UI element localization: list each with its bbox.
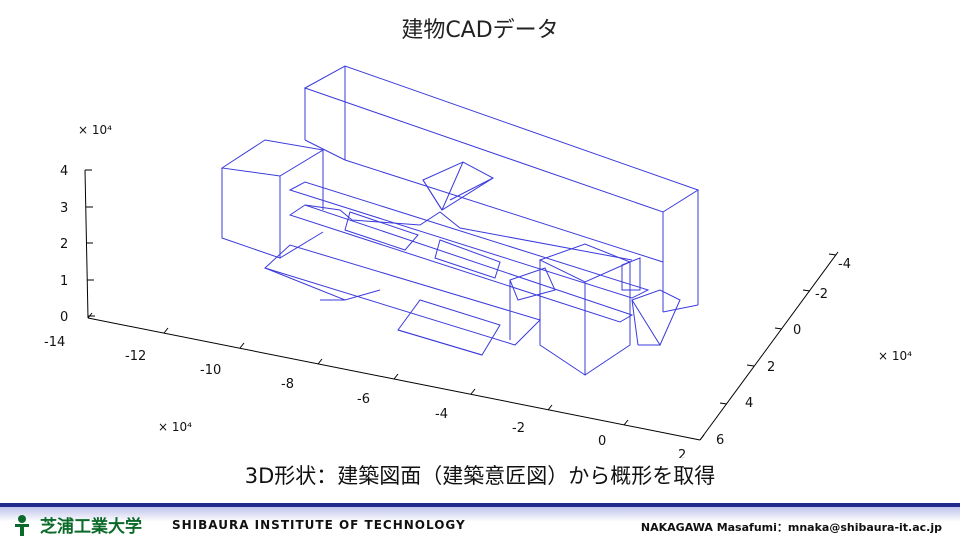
y-tick-m4: -4 [838, 257, 851, 272]
y-tick-m2: -2 [815, 287, 828, 302]
author-info: NAKAGAWA Masafumi：mnaka@shibaura-it.ac.j… [640, 521, 942, 534]
y-tick-6: 6 [716, 433, 724, 448]
z-tick-0: 0 [60, 310, 68, 325]
z-ticks [85, 169, 95, 317]
y-tick-0: 0 [793, 323, 801, 338]
slide-caption: 3D形状：建築図面（建築意匠図）から概形を取得 [244, 464, 716, 488]
x-tick-m8: -8 [281, 377, 294, 392]
university-emblem-icon [15, 514, 29, 536]
x-tick-m10: -10 [200, 363, 221, 378]
x-tick-2: 2 [678, 448, 686, 458]
x-tick-m14: -14 [44, 335, 65, 350]
slide-title: 建物CADデータ [401, 18, 559, 43]
y-tick-2: 2 [767, 360, 775, 375]
z-axis-line [84, 169, 89, 319]
z-tick-4: 4 [60, 164, 68, 179]
x-tick-m12: -12 [125, 349, 146, 364]
z-tick-2: 2 [60, 237, 68, 252]
y-tick-4: 4 [745, 396, 753, 411]
plot-axes [84, 169, 839, 441]
x-tick-m6: -6 [357, 392, 370, 407]
footer-bar: 芝浦工業大学 SHIBAURA INSTITUTE OF TECHNOLOGY … [0, 503, 960, 540]
x-tick-m2: -2 [512, 421, 525, 436]
university-logo-text: 芝浦工業大学 [40, 517, 142, 537]
z-tick-1: 1 [60, 274, 68, 289]
building-wireframe [220, 65, 700, 376]
institution-name: SHIBAURA INSTITUTE OF TECHNOLOGY [172, 518, 466, 532]
z-multiplier: × 10⁴ [78, 123, 112, 137]
x-multiplier: × 10⁴ [158, 420, 192, 434]
y-axis-line [699, 251, 839, 441]
y-multiplier: × 10⁴ [878, 349, 912, 363]
z-tick-3: 3 [60, 201, 68, 216]
building-wireframe-plot: 4 3 2 1 0 × 10⁴ -14 -12 -10 -8 -6 -4 -2 … [44, 65, 912, 458]
x-tick-m4: -4 [435, 407, 448, 422]
x-tick-0: 0 [598, 434, 606, 449]
university-logo: 芝浦工業大学 [10, 512, 142, 537]
